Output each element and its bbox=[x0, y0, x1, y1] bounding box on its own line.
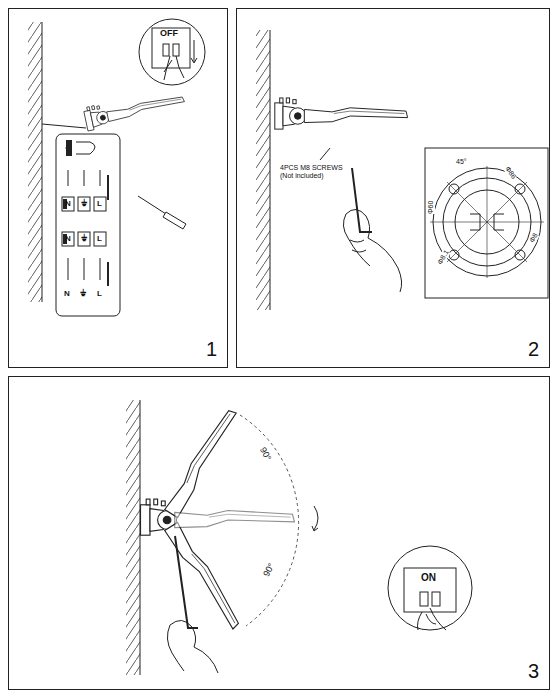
terminal-label: N bbox=[65, 200, 71, 209]
step-panel: 1 bbox=[8, 8, 228, 368]
dimension: Φ60 bbox=[427, 201, 435, 214]
step-number: 1 bbox=[206, 338, 217, 361]
terminal-label: ⏚ bbox=[81, 234, 87, 244]
angle-label: 90° bbox=[257, 446, 272, 463]
terminal-label: ⏚ bbox=[80, 289, 86, 299]
step-number: 2 bbox=[528, 338, 539, 361]
terminal-label: ⏚ bbox=[81, 199, 87, 209]
terminal-label: L bbox=[97, 290, 102, 299]
step-panel: 2 bbox=[236, 8, 550, 368]
terminal-label: L bbox=[97, 235, 102, 244]
dimension: 45° bbox=[456, 158, 467, 166]
switch-label: OFF bbox=[160, 29, 178, 39]
note-text: 4PCS M8 SCREWS (Not included) bbox=[280, 164, 350, 179]
step-number: 3 bbox=[528, 660, 539, 683]
switch-label: ON bbox=[421, 572, 436, 583]
step-panel: 3 bbox=[8, 376, 550, 690]
terminal-label: N bbox=[64, 290, 70, 299]
terminal-label: L bbox=[97, 200, 102, 209]
terminal-label: N bbox=[65, 235, 71, 244]
angle-label: 90° bbox=[262, 562, 277, 579]
